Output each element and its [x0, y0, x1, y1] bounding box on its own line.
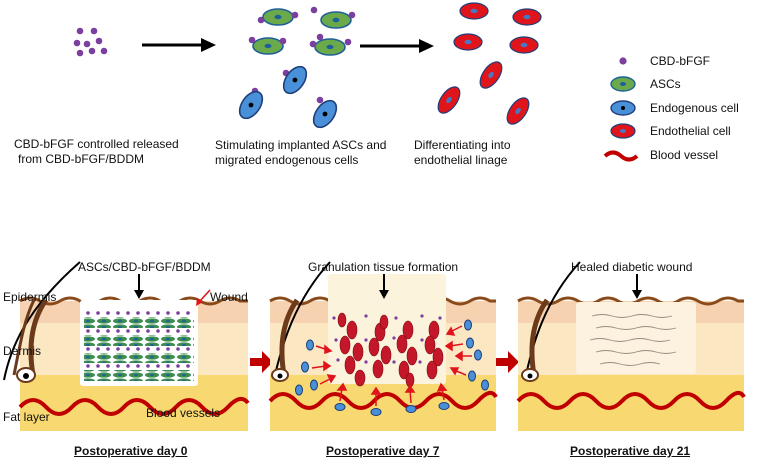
top-flow-graphic — [73, 2, 639, 162]
flow-arrow-1 — [142, 38, 216, 52]
dermis-label: Dermis — [3, 344, 41, 358]
legend-icons — [603, 57, 639, 162]
legend-cbd-bfgf-icon — [619, 57, 627, 65]
step1-line2: from CBD-bFGF/BDDM — [18, 152, 144, 166]
legend-endogenous-icon — [610, 100, 636, 116]
legend-label-blood-vessel: Blood vessel — [650, 148, 719, 162]
legend-blood-vessel-icon — [603, 150, 639, 162]
panel-day21-title: Healed diabetic wound — [571, 260, 693, 274]
cbd-bfgf-cluster — [73, 27, 108, 57]
step1-caption: CBD-bFGF controlled released from CBD-bF… — [14, 137, 179, 167]
legend-endothelial-icon — [610, 123, 636, 139]
panel-day0-skin — [3, 261, 250, 431]
legend-asc-icon — [610, 76, 636, 92]
step3-caption: Differentiating into endothelial linage — [414, 138, 511, 168]
panel-day0-title: ASCs/CBD-bFGF/BDDM — [78, 260, 211, 274]
blood-vessels-label: Blood vessels — [146, 406, 221, 420]
fat-layer-label: Fat layer — [3, 410, 50, 424]
legend-label-cbd-bfgf: CBD-bFGF — [650, 54, 710, 68]
epidermis-label: Epidermis — [3, 290, 57, 304]
endothelial-cells-differentiated — [437, 2, 542, 125]
panel-day21-skin — [516, 261, 746, 431]
legend-label-endogenous: Endogenous cell — [650, 101, 739, 115]
step1-line1: CBD-bFGF controlled released — [14, 137, 179, 151]
panel-arrow-1 — [250, 351, 273, 373]
flow-arrow-2 — [360, 39, 434, 53]
step2-line1: Stimulating implanted ASCs and — [215, 138, 387, 152]
panel-day0-caption: Postoperative day 0 — [74, 444, 188, 458]
panel-day7-title: Granulation tissue formation — [308, 260, 459, 274]
step2-line2: migrated endogenous cells — [215, 153, 359, 167]
panel-day7-caption: Postoperative day 7 — [326, 444, 440, 458]
panel-arrow-2 — [496, 351, 519, 373]
panel-day7-skin — [268, 261, 498, 431]
legend-label-asc: ASCs — [650, 77, 681, 91]
healed-tissue — [576, 302, 696, 374]
step2-caption: Stimulating implanted ASCs and migrated … — [215, 138, 386, 168]
step3-line1: Differentiating into — [414, 138, 511, 152]
panel-day21-caption: Postoperative day 21 — [570, 444, 691, 458]
step3-line2: endothelial linage — [414, 153, 508, 167]
wound-label: Wound — [210, 290, 248, 304]
endogenous-cells-stimulated — [238, 65, 338, 129]
legend-label-endothelial: Endothelial cell — [650, 124, 731, 138]
